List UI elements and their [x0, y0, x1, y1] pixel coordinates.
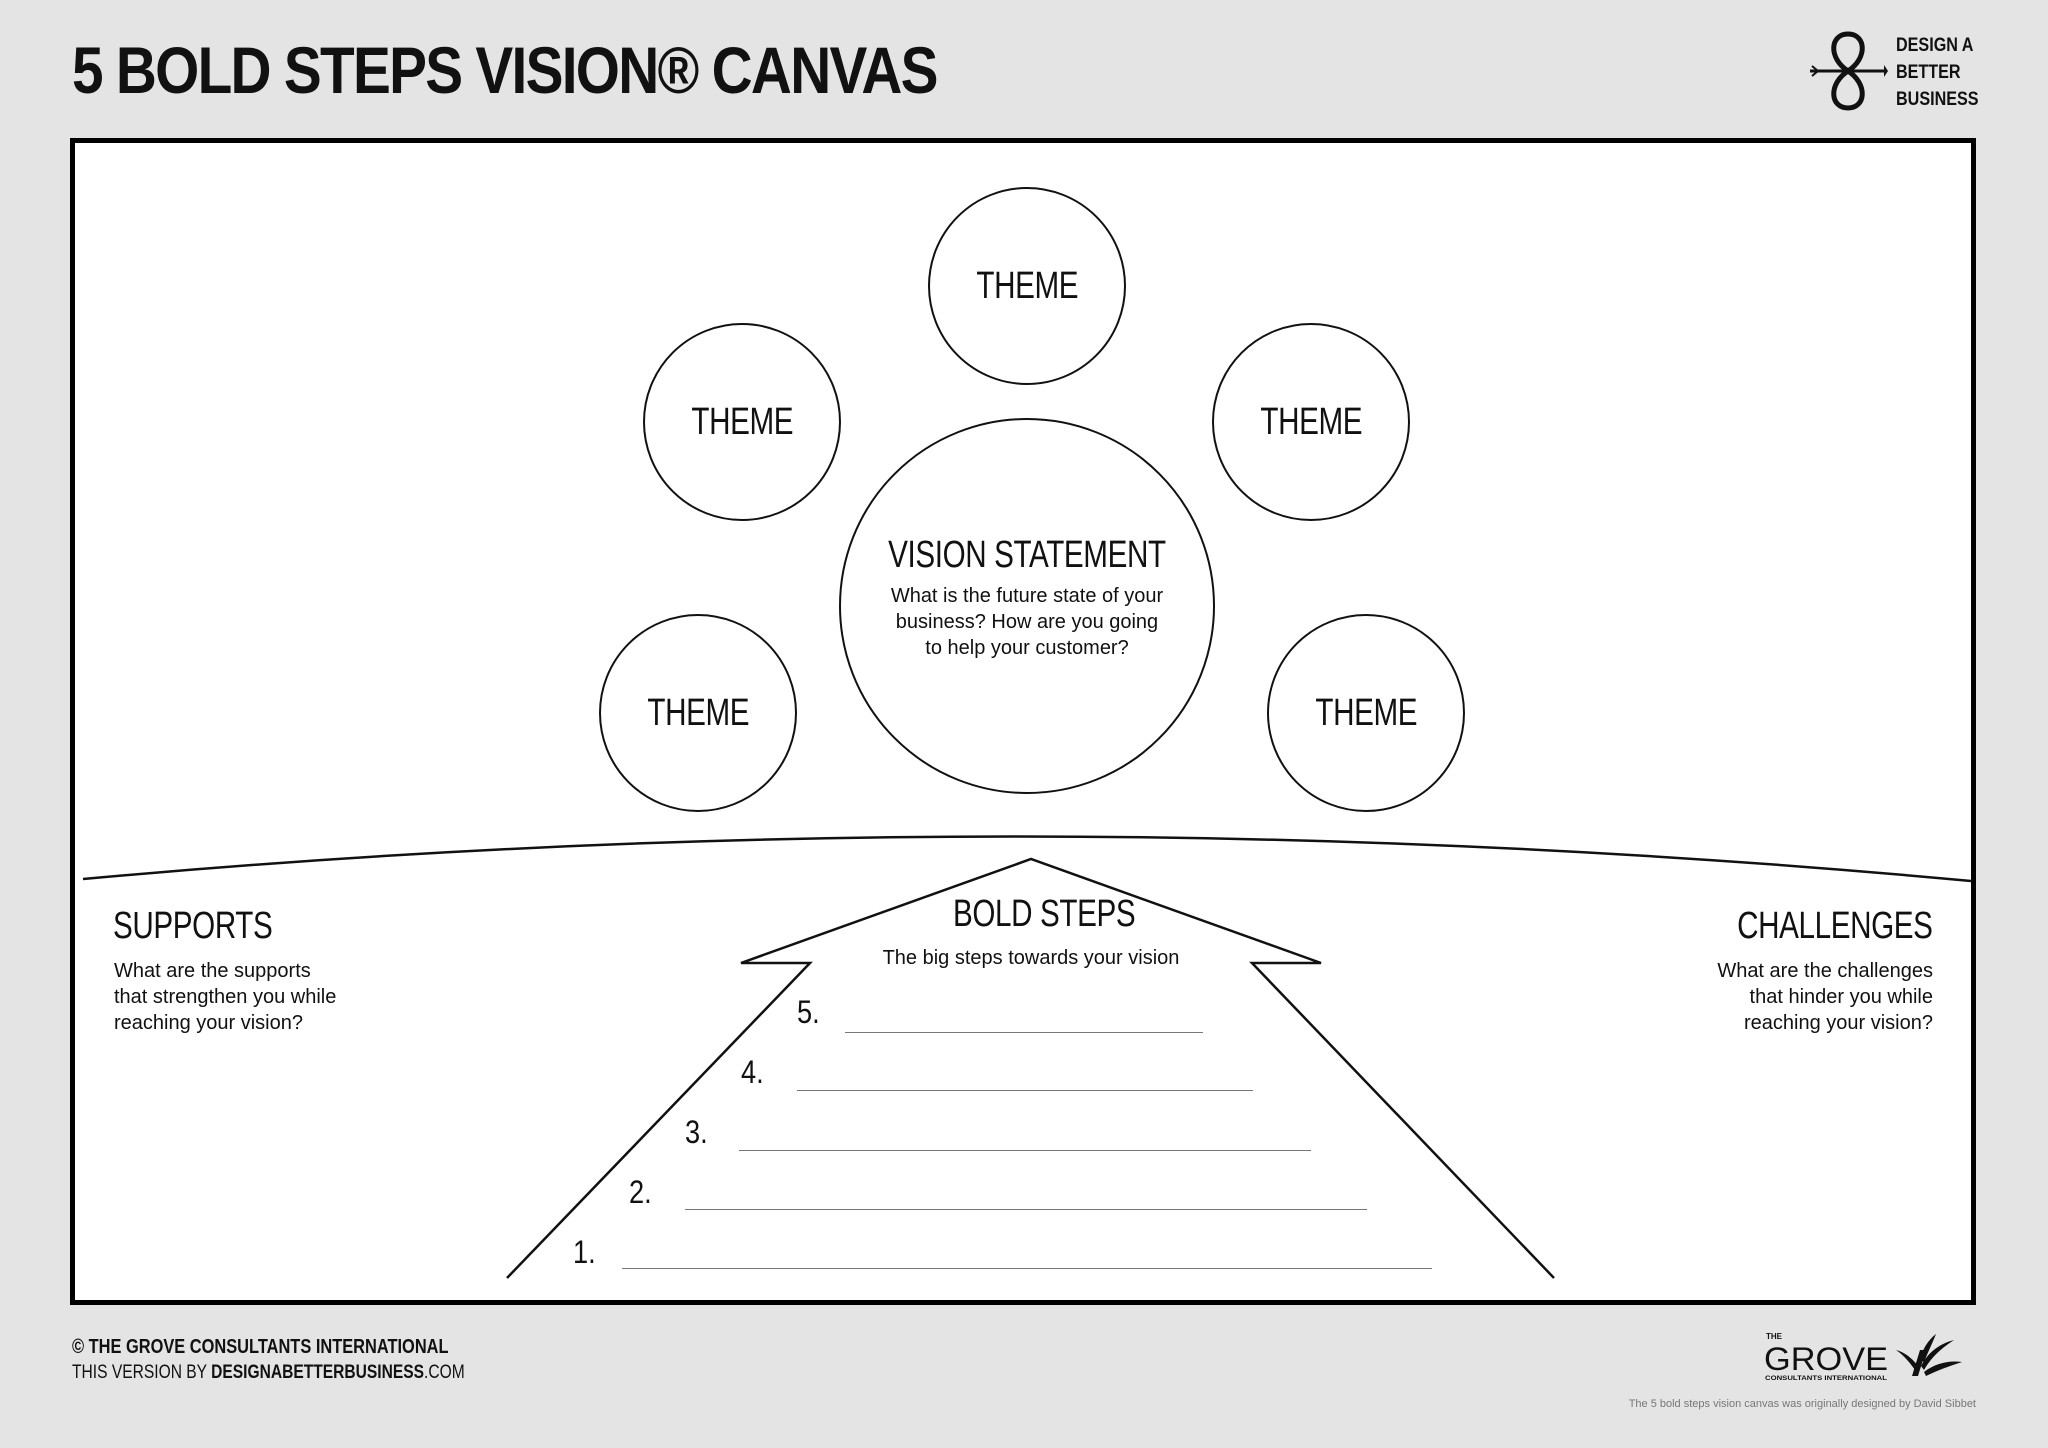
theme-label: THEME	[1260, 400, 1362, 443]
theme-circle-upper-left[interactable]: THEME	[643, 323, 841, 521]
theme-label: THEME	[976, 264, 1078, 307]
grove-tree-icon	[1896, 1334, 1962, 1376]
bold-steps-title: BOLD STEPS	[953, 893, 1136, 935]
supports-description: What are the supports that strengthen yo…	[114, 960, 337, 1034]
step-1-input-line[interactable]	[622, 1268, 1432, 1269]
theme-circle-lower-right[interactable]: THEME	[1267, 614, 1465, 812]
vision-statement-title: VISION STATEMENT	[888, 534, 1166, 576]
step-number-2: 2.	[629, 1174, 652, 1210]
step-5-input-line[interactable]	[845, 1032, 1203, 1033]
theme-label: THEME	[691, 400, 793, 443]
theme-label: THEME	[647, 691, 749, 734]
step-4-input-line[interactable]	[797, 1090, 1253, 1091]
grove-the: THE	[1766, 1332, 1783, 1341]
theme-label: THEME	[1315, 691, 1417, 734]
grove-sub: CONSULTANTS INTERNATIONAL	[1765, 1376, 1887, 1382]
footer-copyright: © THE GROVE CONSULTANTS INTERNATIONAL TH…	[72, 1334, 465, 1386]
version-text: THIS VERSION BY DESIGNABETTERBUSINESS.CO…	[72, 1362, 465, 1383]
theme-circle-lower-left[interactable]: THEME	[599, 614, 797, 812]
step-number-4: 4.	[741, 1054, 764, 1090]
page-title: 5 BOLD STEPS VISION® CANVAS	[72, 33, 939, 107]
challenges-description: What are the challenges that hinder you …	[1717, 960, 1933, 1034]
step-3-input-line[interactable]	[739, 1150, 1311, 1151]
supports-title: SUPPORTS	[113, 905, 273, 947]
step-2-input-line[interactable]	[685, 1209, 1367, 1210]
step-number-5: 5.	[797, 994, 820, 1030]
horizon-arc	[82, 835, 1971, 883]
theme-circle-top[interactable]: THEME	[928, 187, 1126, 385]
challenges-title: CHALLENGES	[1737, 905, 1934, 947]
vision-statement-description: What is the future state of your busines…	[890, 585, 1164, 659]
version-link[interactable]: DESIGNABETTERBUSINESS	[211, 1362, 425, 1383]
bold-steps-arrow	[506, 857, 1555, 1279]
vision-statement-circle[interactable]: VISION STATEMENT What is the future stat…	[839, 418, 1215, 794]
credit-text: The 5 bold steps vision canvas was origi…	[1628, 1398, 1976, 1410]
step-number-3: 3.	[685, 1114, 708, 1150]
bold-steps-description: The big steps towards your vision	[882, 947, 1180, 969]
grove-name: GROVE	[1764, 1341, 1888, 1377]
vision-canvas: THEME THEME THEME THEME THEME VISION STA…	[70, 138, 1976, 1305]
grove-logo: THE GROVE CONSULTANTS INTERNATIONAL	[1764, 1332, 1962, 1382]
brand-name: DESIGN A BETTER BUSINESS	[1896, 35, 1979, 110]
canvas-lines	[82, 835, 1971, 1279]
theme-circle-upper-right[interactable]: THEME	[1212, 323, 1410, 521]
infinity-arrow-icon	[1810, 31, 1888, 111]
copyright-text: © THE GROVE CONSULTANTS INTERNATIONAL	[72, 1336, 449, 1358]
step-number-1: 1.	[573, 1234, 596, 1270]
